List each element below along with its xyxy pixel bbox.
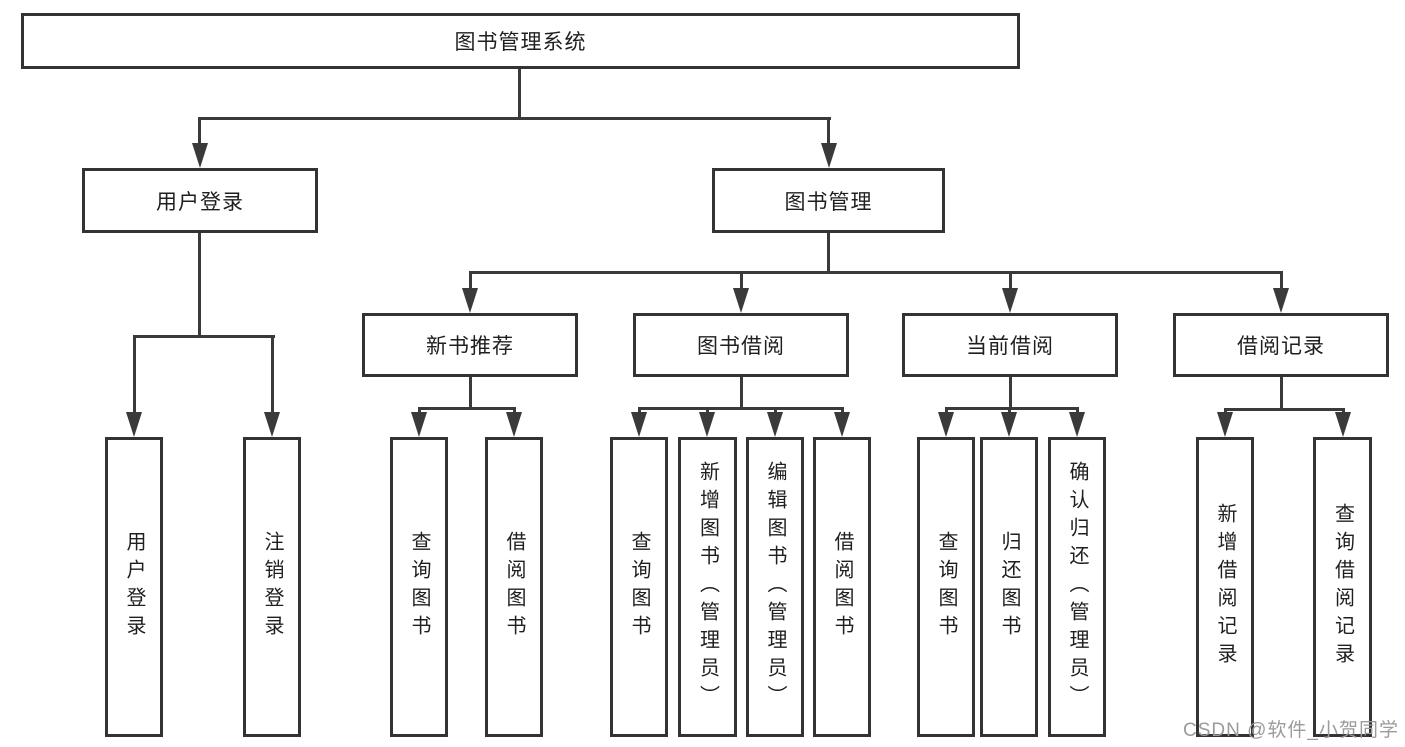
- leaf-add-borrow-record: 新增借阅记录: [1196, 437, 1254, 737]
- leaf-query-books-recommend: 查询图书: [390, 437, 448, 737]
- connector-line: [740, 271, 743, 288]
- leaf-return-books: 归还图书: [980, 437, 1038, 737]
- arrowhead-down: [1069, 412, 1085, 437]
- connector-line: [271, 335, 274, 412]
- leaf-return-books-label: 归还图书: [998, 531, 1020, 643]
- arrowhead-down: [821, 143, 837, 168]
- arrowhead-down: [192, 143, 208, 168]
- leaf-logout: 注销登录: [243, 437, 301, 737]
- arrowhead-down: [506, 412, 522, 437]
- leaf-query-books-recommend-label: 查询图书: [408, 531, 430, 643]
- leaf-logout-label: 注销登录: [261, 531, 283, 643]
- leaf-edit-books-admin: 编辑图书（管理员）: [746, 437, 804, 737]
- node-user-login: 用户登录: [82, 168, 318, 233]
- connector-line: [198, 233, 201, 335]
- connector-line: [740, 377, 743, 407]
- leaf-add-books-admin-label: 新增图书（管理员）: [696, 461, 719, 713]
- connector-line: [418, 407, 515, 410]
- node-book-management: 图书管理: [712, 168, 945, 233]
- connector-line: [518, 69, 521, 117]
- leaf-borrow-books: 借阅图书: [813, 437, 871, 737]
- node-book-borrow-label: 图书借阅: [697, 335, 785, 358]
- connector-line: [469, 271, 472, 288]
- connector-line: [706, 407, 709, 412]
- node-book-borrow: 图书借阅: [633, 313, 849, 377]
- connector-line: [513, 407, 516, 412]
- node-borrow-records: 借阅记录: [1173, 313, 1389, 377]
- connector-line: [198, 117, 201, 143]
- connector-line: [1009, 377, 1012, 407]
- arrowhead-down: [631, 412, 647, 437]
- leaf-query-borrow-record-label: 查询借阅记录: [1331, 503, 1354, 671]
- leaf-query-books-current-label: 查询图书: [935, 531, 957, 643]
- arrowhead-down: [126, 412, 142, 437]
- leaf-query-borrow-record: 查询借阅记录: [1313, 437, 1372, 737]
- csdn-watermark: CSDN @软件_小贺同学: [1183, 720, 1399, 741]
- connector-line: [198, 117, 831, 120]
- leaf-query-books-borrow: 查询图书: [610, 437, 668, 737]
- node-user-login-label: 用户登录: [156, 190, 244, 214]
- connector-line: [638, 407, 641, 412]
- connector-line: [1224, 408, 1227, 412]
- arrowhead-down: [1002, 288, 1018, 313]
- connector-line: [827, 233, 830, 271]
- leaf-user-login-label: 用户登录: [123, 531, 145, 643]
- connector-line: [945, 407, 948, 412]
- leaf-borrow-books-label: 借阅图书: [831, 531, 853, 643]
- connector-line: [945, 407, 1078, 410]
- connector-line: [1224, 408, 1344, 411]
- leaf-add-borrow-record-label: 新增借阅记录: [1214, 503, 1236, 671]
- connector-line: [1008, 407, 1011, 412]
- leaf-borrow-books-recommend-label: 借阅图书: [503, 531, 525, 643]
- arrowhead-down: [1273, 288, 1289, 313]
- connector-line: [469, 271, 1283, 274]
- arrowhead-down: [767, 412, 783, 437]
- leaf-confirm-return-admin: 确认归还（管理员）: [1048, 437, 1106, 737]
- connector-line: [1342, 408, 1345, 412]
- arrowhead-down: [1335, 412, 1351, 437]
- arrowhead-down: [834, 412, 850, 437]
- leaf-user-login: 用户登录: [105, 437, 163, 737]
- node-root-label: 图书管理系统: [454, 31, 587, 54]
- leaf-confirm-return-admin-label: 确认归还（管理员）: [1066, 461, 1088, 713]
- connector-line: [469, 377, 472, 407]
- arrowhead-down: [733, 288, 749, 313]
- arrowhead-down: [1001, 412, 1017, 437]
- connector-line: [1009, 271, 1012, 288]
- arrowhead-down: [411, 412, 427, 437]
- node-new-book-recommend: 新书推荐: [362, 313, 578, 377]
- leaf-query-books-current: 查询图书: [917, 437, 975, 737]
- leaf-edit-books-admin-label: 编辑图书（管理员）: [764, 461, 786, 713]
- arrowhead-down: [699, 412, 715, 437]
- arrowhead-down: [462, 288, 478, 313]
- node-current-borrow: 当前借阅: [902, 313, 1118, 377]
- connector-line: [638, 407, 843, 410]
- connector-line: [1280, 377, 1283, 408]
- node-book-management-label: 图书管理: [784, 190, 873, 214]
- connector-line: [133, 335, 275, 338]
- connector-line: [1076, 407, 1079, 412]
- node-root: 图书管理系统: [21, 13, 1020, 69]
- connector-line: [1280, 271, 1283, 288]
- connector-line: [841, 407, 844, 412]
- leaf-query-books-borrow-label: 查询图书: [628, 531, 650, 643]
- arrowhead-down: [1217, 412, 1233, 437]
- connector-line: [133, 335, 136, 412]
- arrowhead-down: [264, 412, 280, 437]
- leaf-borrow-books-recommend: 借阅图书: [485, 437, 543, 737]
- arrowhead-down: [938, 412, 954, 437]
- leaf-add-books-admin: 新增图书（管理员）: [678, 437, 737, 737]
- connector-line: [418, 407, 421, 412]
- connector-line: [827, 117, 830, 143]
- node-current-borrow-label: 当前借阅: [966, 335, 1054, 358]
- connector-line: [774, 407, 777, 412]
- node-new-book-recommend-label: 新书推荐: [426, 335, 514, 358]
- node-borrow-records-label: 借阅记录: [1237, 335, 1325, 358]
